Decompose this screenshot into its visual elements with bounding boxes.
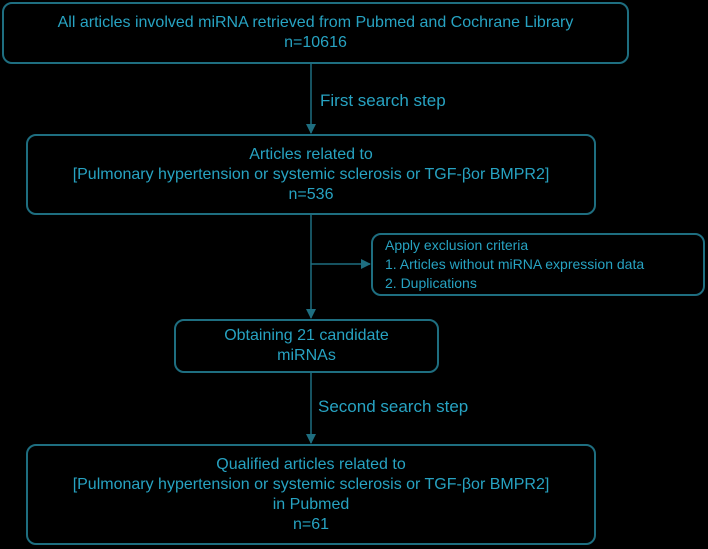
- related-line-2: [Pulmonary hypertension or systemic scle…: [72, 165, 550, 183]
- qualified-line-4: n=61: [292, 515, 330, 533]
- qualified-box: Qualified articles related to [Pulmonary…: [26, 444, 596, 545]
- qualified-line-3: in Pubmed: [272, 495, 350, 513]
- retrieval-line-1: All articles involved miRNA retrieved fr…: [57, 14, 574, 31]
- related-box: Articles related to [Pulmonary hypertens…: [26, 134, 596, 215]
- first-step-label: First search step: [320, 91, 446, 110]
- related-line-1: Articles related to: [249, 145, 373, 163]
- related-line-3: n=536: [288, 185, 334, 203]
- exclusion-line-2: 1. Articles without miRNA expression dat…: [385, 256, 645, 272]
- exclusion-line-3: 2. Duplications: [385, 275, 477, 291]
- exclusion-line-1: Apply exclusion criteria: [385, 237, 529, 253]
- second-step-label: Second search step: [318, 397, 469, 416]
- candidates-line-1: Obtaining 21 candidate: [224, 327, 389, 344]
- qualified-line-2: [Pulmonary hypertension or systemic scle…: [72, 475, 550, 493]
- retrieval-box: All articles involved miRNA retrieved fr…: [2, 2, 629, 64]
- candidates-box: Obtaining 21 candidate miRNAs: [174, 319, 439, 373]
- exclusion-box: Apply exclusion criteria 1. Articles wit…: [371, 233, 705, 296]
- candidates-line-2: miRNAs: [277, 347, 336, 364]
- retrieval-line-2: n=10616: [284, 34, 347, 51]
- qualified-line-1: Qualified articles related to: [216, 455, 406, 473]
